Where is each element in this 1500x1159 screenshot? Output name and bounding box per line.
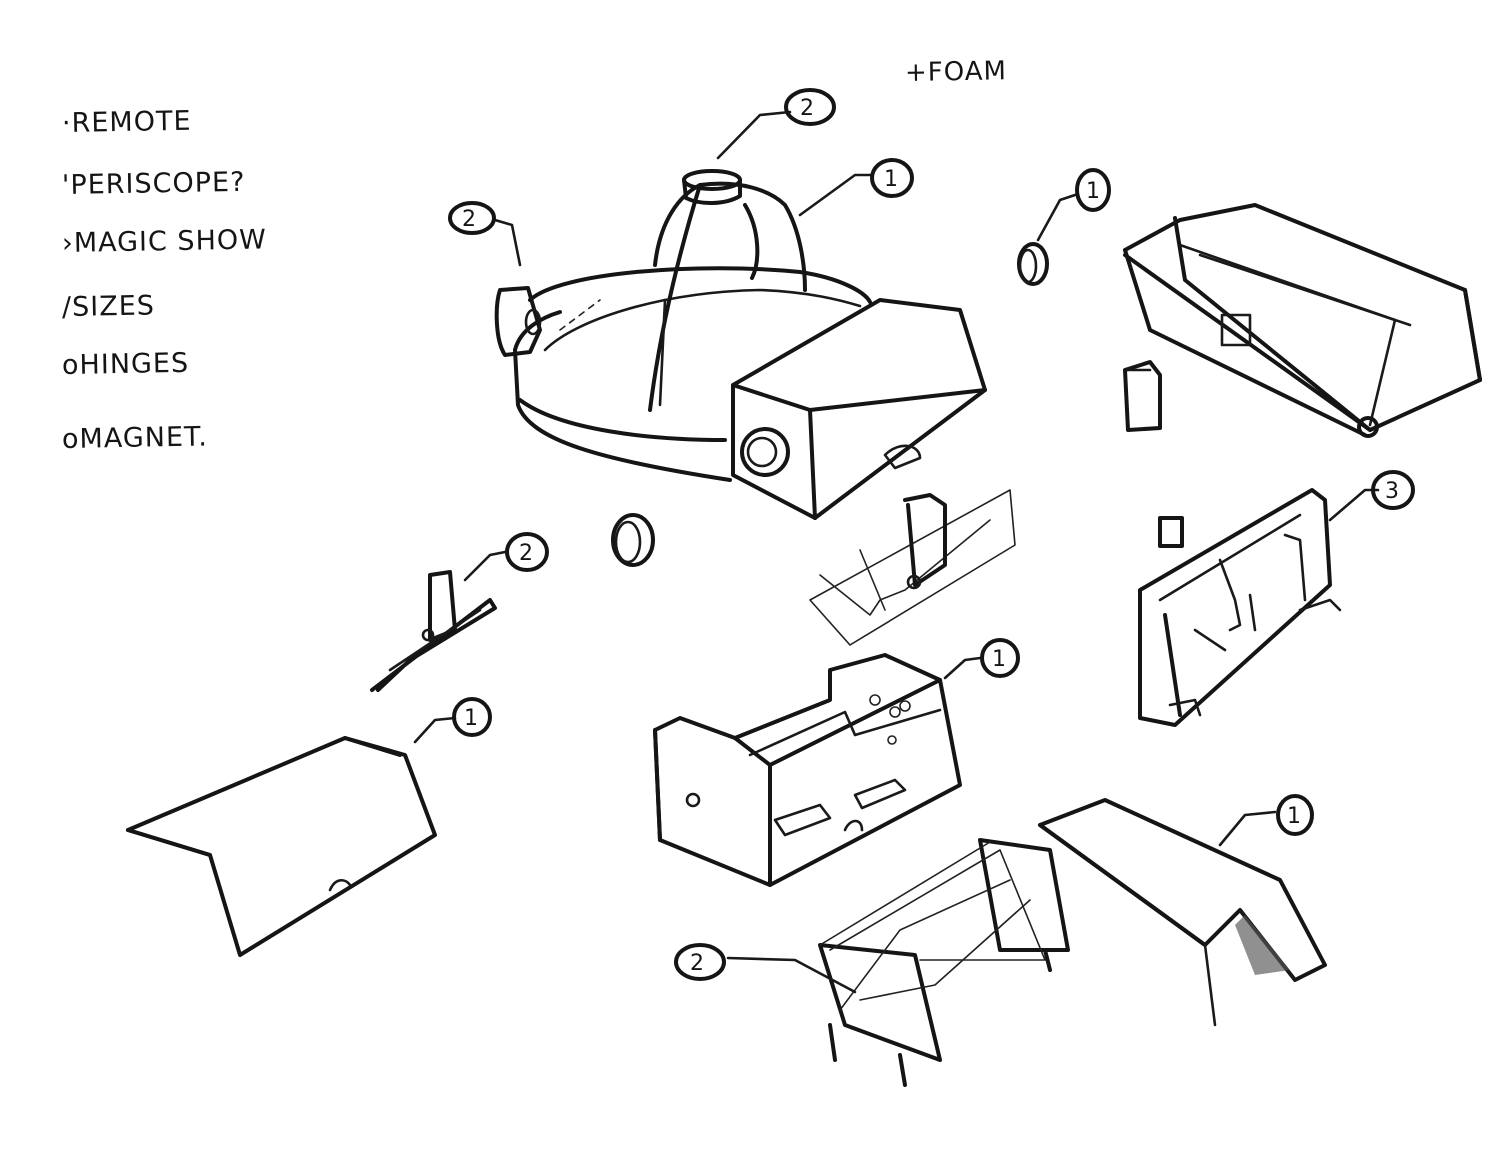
svg-text:1: 1 — [1086, 179, 1100, 204]
folded-cover — [126, 736, 437, 957]
svg-text:1: 1 — [884, 167, 898, 192]
callout-lens-small: 1 — [1036, 168, 1111, 242]
svg-text:2: 2 — [519, 541, 533, 566]
callout-top-strap: 1 — [798, 158, 914, 217]
lens-piece-large — [611, 513, 655, 567]
bridge-piece — [818, 838, 1070, 1087]
svg-text:1: 1 — [464, 706, 478, 731]
clip-part — [370, 570, 497, 692]
open-tray — [653, 653, 962, 887]
divider-panel — [809, 489, 1016, 646]
svg-text:1: 1 — [992, 647, 1006, 672]
callout-top-dial: 2 — [716, 88, 836, 160]
callout-rear-dial: 2 — [448, 201, 522, 267]
svg-text:2: 2 — [462, 207, 476, 232]
svg-text:3: 3 — [1385, 479, 1399, 504]
callout-clip: 2 — [463, 532, 549, 582]
svg-text:2: 2 — [690, 951, 704, 976]
callout-open-tray: 1 — [943, 638, 1020, 680]
tray-panel — [1138, 488, 1342, 727]
folded-box — [1123, 203, 1482, 438]
svg-text:1: 1 — [1287, 804, 1301, 829]
callout-folded-cover: 1 — [413, 697, 492, 744]
headset-assembly — [494, 169, 987, 520]
callout-tray-panel: 3 — [1328, 470, 1415, 522]
callout-bridge: 2 — [674, 943, 857, 994]
svg-text:2: 2 — [800, 96, 814, 121]
callout-ramp: 1 — [1218, 794, 1314, 847]
lens-piece-small — [1017, 242, 1049, 286]
ramp-piece — [1038, 798, 1327, 1027]
